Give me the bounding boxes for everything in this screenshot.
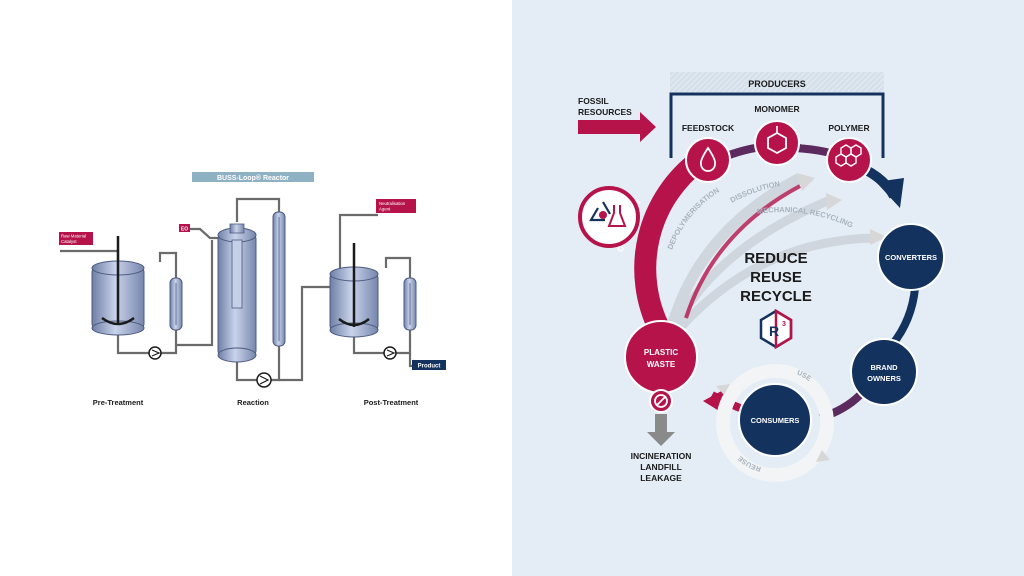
product-tag: [412, 360, 446, 370]
fossil-label: FOSSIL: [578, 96, 609, 106]
pump-1: [148, 346, 162, 360]
buss-loop-reactor: [217, 223, 257, 363]
stage-pretreatment: Pre-Treatment: [93, 398, 144, 407]
owners-label: OWNERS: [867, 374, 901, 383]
arc-converters-brands: [888, 287, 919, 348]
landfill-label: LANDFILL: [640, 462, 682, 472]
prohibited-icon: [649, 389, 673, 413]
eo-tag: [179, 224, 190, 232]
producers-label: PRODUCERS: [748, 79, 806, 89]
polymer-node: POLYMER: [826, 123, 872, 183]
process-flow-diagram: BUSS-Loop® Reactor: [59, 172, 446, 407]
reactor-exchanger-column: [272, 211, 286, 347]
center-recycle: RECYCLE: [740, 288, 812, 305]
process-panel: BUSS-Loop® Reactor: [59, 172, 446, 407]
reactor-title-bar: [192, 172, 314, 182]
leakage-label: LEAKAGE: [640, 473, 682, 483]
recycling-arrows: [666, 173, 876, 332]
raw-material-tag: [59, 232, 93, 245]
recycle-icon: [589, 207, 605, 222]
catalyst-label: Catalyst: [61, 239, 77, 244]
r3-badge-icon: R 3: [759, 308, 793, 350]
converters-node: CONVERTERS: [877, 223, 945, 291]
product-label: Product: [418, 364, 441, 370]
polymer-icon: [835, 144, 862, 167]
benzene-icon: [767, 131, 787, 155]
polymer-label: POLYMER: [828, 123, 869, 133]
flask-icon: [607, 205, 627, 227]
consumers-node: CONSUMERS: [738, 383, 812, 457]
waste-label: WASTE: [647, 360, 676, 369]
monomer-label: MONOMER: [754, 104, 799, 114]
conversion-arc: [634, 151, 707, 335]
monomer-node: MONOMER: [754, 104, 800, 166]
reactor-title: BUSS-Loop® Reactor: [217, 174, 289, 182]
feedstock-node: FEEDSTOCK: [682, 123, 735, 183]
drop-icon: [699, 146, 717, 172]
producer-converter-arrow: [876, 178, 904, 208]
pump-3: [383, 346, 397, 360]
pipes: [60, 197, 445, 382]
center-reduce: REDUCE: [744, 250, 807, 267]
posttreatment-vessel: [329, 243, 379, 338]
plastic-label: PLASTIC: [644, 348, 678, 357]
eo-label: EO: [181, 227, 188, 233]
heat-exchanger-2: [403, 277, 417, 331]
r3-superscript: 3: [782, 321, 786, 328]
consumers-label: CONSUMERS: [751, 416, 800, 425]
converters-label: CONVERTERS: [885, 253, 937, 262]
pretreatment-vessel: [91, 236, 145, 336]
resources-label: RESOURCES: [578, 107, 632, 117]
heat-exchanger-1: [169, 277, 183, 331]
neutralisation-tag: [376, 199, 416, 213]
neutralisation-label: Neutralisation: [379, 201, 406, 206]
pump-2: [256, 372, 272, 388]
center-reuse: REUSE: [750, 269, 802, 286]
stage-posttreatment: Post-Treatment: [364, 398, 419, 407]
plastic-waste-node: PLASTIC WASTE: [624, 320, 698, 394]
producers-bracket: [669, 92, 885, 158]
r3-letter: R: [769, 323, 779, 339]
agent-label: Agent: [379, 207, 391, 212]
reuse-loop: [716, 364, 834, 482]
feedstock-label: FEEDSTOCK: [682, 123, 735, 133]
brand-owners-node: BRAND OWNERS: [850, 338, 918, 406]
brand-label: BRAND: [870, 363, 898, 372]
fossil-arrow: [578, 112, 656, 142]
circular-economy-diagram: PRODUCERS FOSSIL RESOURCES CONVERSION DE…: [578, 72, 945, 483]
conversion-node: [578, 186, 640, 248]
raw-material-label: Raw Material: [61, 234, 86, 239]
stage-reaction: Reaction: [237, 398, 269, 407]
recycling-panel: PRODUCERS FOSSIL RESOURCES CONVERSION DE…: [512, 0, 1024, 576]
incineration-label: INCINERATION: [631, 451, 692, 461]
incineration-arrow: [647, 414, 675, 446]
